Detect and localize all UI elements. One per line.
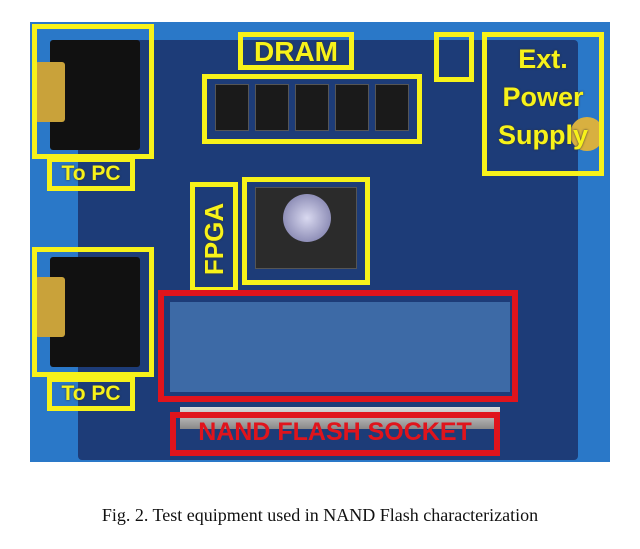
dram-chip <box>255 84 289 131</box>
dram-box <box>202 74 422 144</box>
board-photo: To PC To PC DRAM Ext. Power Supply FPGA … <box>30 22 610 462</box>
nand-socket-label: NAND FLASH SOCKET <box>198 418 472 446</box>
cable-wires-bottom <box>35 277 65 337</box>
figure-caption: Fig. 2. Test equipment used in NAND Flas… <box>101 505 539 525</box>
nand-module-box <box>158 290 518 402</box>
ext-power-line1: Ext. <box>518 44 568 74</box>
fpga-label: FPGA <box>199 202 229 276</box>
to-pc-bottom-box <box>32 247 154 377</box>
to-pc-bottom-label-box <box>47 377 135 411</box>
fpga-box <box>242 177 370 285</box>
dram-label-box <box>238 32 354 70</box>
to-pc-top-box <box>32 24 154 159</box>
ext-power-box <box>482 32 604 176</box>
dram-chip <box>215 84 249 131</box>
sata-connector-bottom <box>50 257 140 367</box>
to-pc-top-label-box <box>47 157 135 191</box>
dram-chip <box>375 84 409 131</box>
to-pc-bottom-label: To PC <box>61 382 121 405</box>
fpga-label-box <box>190 182 238 292</box>
nand-module-area <box>170 302 510 392</box>
sata-connector-top <box>50 40 140 150</box>
power-jack <box>570 117 604 151</box>
nand-socket-label-box <box>170 412 500 456</box>
dram-chip <box>335 84 369 131</box>
dram-label: DRAM <box>254 36 338 67</box>
ext-power-line2: Power <box>502 82 584 112</box>
dram-chip <box>295 84 329 131</box>
power-connector-box <box>434 32 474 82</box>
ext-power-line3: Supply <box>497 120 588 150</box>
cable-wires-top <box>35 62 65 122</box>
to-pc-top-label: To PC <box>61 162 121 185</box>
fpga-fan <box>283 194 331 242</box>
